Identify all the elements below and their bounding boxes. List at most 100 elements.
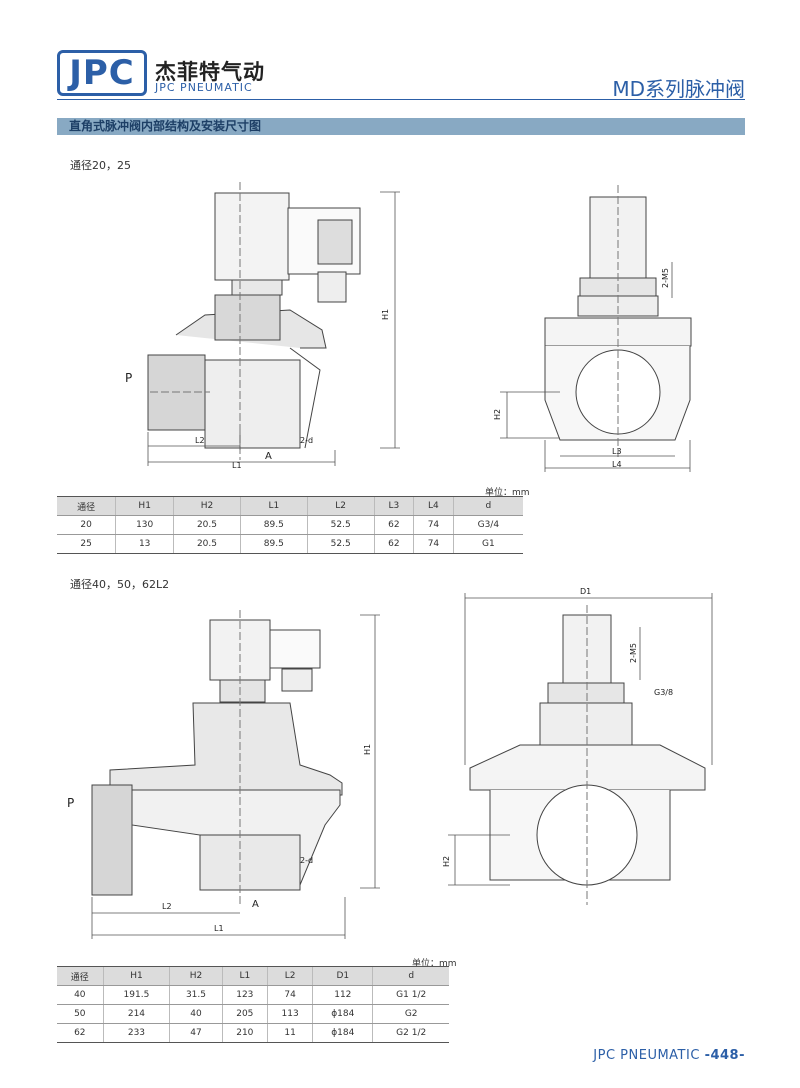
- table-header-row: 通径 H1 H2 L1 L2 L3 L4 d: [57, 496, 523, 516]
- table-cell: 214: [102, 1004, 170, 1024]
- part1-label-l4: L4: [612, 460, 622, 469]
- part1-label-m5: 2-M5: [661, 268, 670, 288]
- part1-label-l2: L2: [195, 436, 205, 445]
- part1-label-p: P: [125, 371, 132, 385]
- table-cell: 123: [221, 985, 268, 1005]
- table-header: 通径: [57, 496, 116, 516]
- table-header: 通径: [57, 966, 104, 986]
- table-row: 40 191.5 31.5 123 74 112 G1 1/2: [57, 985, 449, 1005]
- part2-label-a: A: [252, 899, 259, 910]
- table-header: H1: [115, 496, 174, 516]
- table-cell: 52.5: [306, 534, 375, 554]
- part2-label-p: P: [67, 796, 74, 810]
- table-header: H2: [169, 966, 223, 986]
- logo-text: JPC: [69, 53, 135, 93]
- table-header: L1: [221, 966, 268, 986]
- part2-label-h1: H1: [363, 744, 372, 755]
- table-cell: 191.5: [102, 985, 170, 1005]
- brand-name-en: JPC PNEUMATIC: [155, 81, 253, 94]
- table-cell: G3/4: [452, 515, 523, 535]
- table-cell: 52.5: [306, 515, 375, 535]
- part2-unit: 单位：mm: [412, 959, 457, 969]
- table-cell: 20.5: [173, 534, 241, 554]
- table-cell: 74: [413, 534, 454, 554]
- part2-subtitle: 通径40，50，62L2: [70, 578, 170, 591]
- part2-label-d: 2-d: [300, 856, 313, 865]
- part2-label-m5: 2-M5: [629, 643, 638, 663]
- table-cell: G2: [372, 1004, 449, 1024]
- part1-label-a: A: [265, 451, 272, 462]
- part2-label-h2: H2: [442, 856, 451, 867]
- table-header: L1: [239, 496, 308, 516]
- table-cell: 25: [57, 534, 116, 554]
- part1-label-l1: L1: [232, 461, 242, 470]
- part1-label-h1: H1: [381, 309, 390, 320]
- part1-side-view: [544, 185, 692, 460]
- part2-label-d1: D1: [580, 587, 591, 596]
- table-cell: 112: [312, 985, 373, 1005]
- table-cell: 210: [221, 1023, 268, 1043]
- table-cell: 89.5: [239, 534, 308, 554]
- table-row: 25 13 20.5 89.5 52.5 62 74 G1: [57, 534, 523, 554]
- table-cell: 62: [373, 534, 414, 554]
- part1-drawings: P A L1 L2 2-d H1 H2 L3 L4 2-M5: [125, 182, 692, 472]
- table-cell: 74: [266, 985, 313, 1005]
- table-header: d: [452, 496, 523, 516]
- part2-label-l1: L1: [214, 924, 224, 933]
- part1-label-h2: H2: [493, 409, 502, 420]
- table-cell: G1 1/2: [372, 985, 449, 1005]
- brand-name-cn: 杰菲特气动: [155, 60, 265, 84]
- table-cell: 62: [57, 1023, 104, 1043]
- table-cell: 74: [413, 515, 454, 535]
- table-cell: 130: [115, 515, 174, 535]
- table-header: L2: [266, 966, 313, 986]
- table-row: 62 233 47 210 11 ɸ184 G2 1/2: [57, 1023, 449, 1043]
- table-cell: 13: [115, 534, 174, 554]
- jpc-logo: JPC: [57, 50, 147, 96]
- table-row: 50 214 40 205 113 ɸ184 G2: [57, 1004, 449, 1024]
- part1-label-l3: L3: [612, 447, 622, 456]
- table-header-row: 通径 H1 H2 L1 L2 D1 d: [57, 966, 449, 986]
- table-header: D1: [312, 966, 373, 986]
- part1-unit: 单位：mm: [485, 488, 530, 498]
- table-cell: G2 1/2: [372, 1023, 449, 1043]
- table-cell: 205: [221, 1004, 268, 1024]
- part2-front-view: [91, 610, 343, 905]
- part2-label-g38: G3/8: [654, 688, 673, 697]
- series-title: MD系列脉冲阀: [612, 77, 745, 101]
- part1-label-d: 2-d: [300, 436, 313, 445]
- table-header: H2: [173, 496, 241, 516]
- section-title: 直角式脉冲阀内部结构及安装尺寸图: [69, 119, 262, 133]
- table-cell: 20.5: [173, 515, 241, 535]
- part1-front-view: [147, 182, 361, 460]
- part1-subtitle: 通径20，25: [70, 159, 131, 172]
- table-cell: 31.5: [169, 985, 223, 1005]
- table-cell: 47: [169, 1023, 223, 1043]
- section-bar: 直角式脉冲阀内部结构及安装尺寸图: [57, 118, 745, 135]
- table-cell: 50: [57, 1004, 104, 1024]
- table-cell: 11: [266, 1023, 313, 1043]
- table-cell: 89.5: [239, 515, 308, 535]
- footer: JPC PNEUMATIC -448-: [593, 1048, 745, 1063]
- table-cell: 40: [57, 985, 104, 1005]
- part1-spec-table: 通径 H1 H2 L1 L2 L3 L4 d 20 130 20.5 89.5 …: [57, 496, 523, 554]
- page-number: -448-: [704, 1048, 745, 1063]
- table-cell: G1: [452, 534, 523, 554]
- table-cell: ɸ184: [312, 1004, 373, 1024]
- table-cell: 62: [373, 515, 414, 535]
- table-cell: ɸ184: [312, 1023, 373, 1043]
- table-row: 20 130 20.5 89.5 52.5 62 74 G3/4: [57, 515, 523, 535]
- part2-label-l2: L2: [162, 902, 172, 911]
- table-header: d: [372, 966, 449, 986]
- part2-drawings: P A L1 L2 2-d H1 H2 D1 2-M5 G3/8: [67, 587, 713, 939]
- table-header: L2: [306, 496, 375, 516]
- footer-brand: JPC PNEUMATIC: [593, 1048, 700, 1063]
- header-divider: [57, 99, 745, 100]
- table-cell: 40: [169, 1004, 223, 1024]
- table-header: L4: [413, 496, 454, 516]
- table-cell: 113: [266, 1004, 313, 1024]
- part2-side-view: [469, 605, 706, 905]
- table-header: H1: [102, 966, 170, 986]
- table-cell: 233: [102, 1023, 170, 1043]
- table-header: L3: [373, 496, 414, 516]
